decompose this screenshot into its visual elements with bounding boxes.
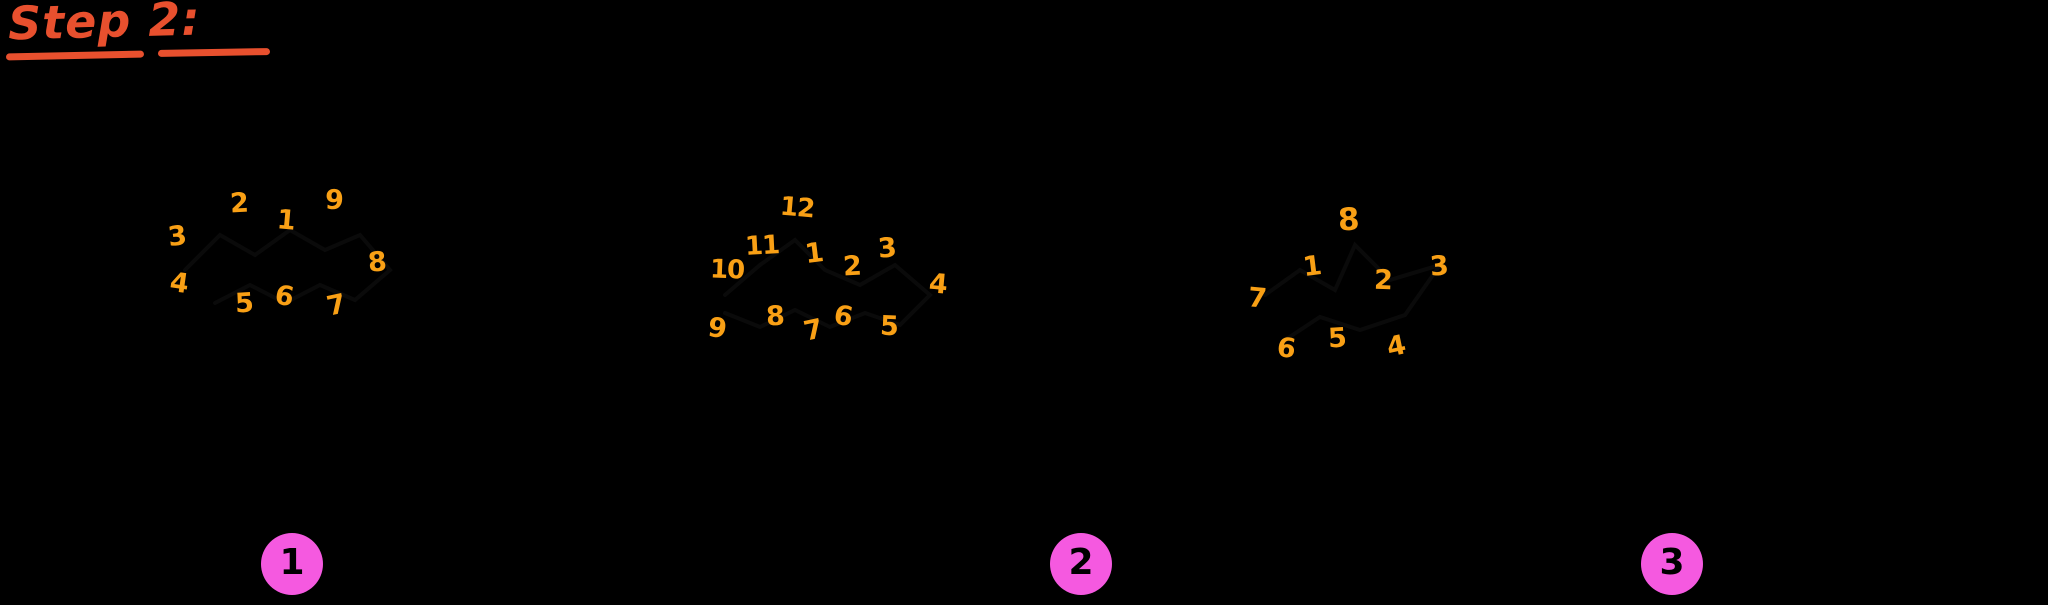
locant-label: 4 xyxy=(1383,329,1409,364)
locant-label: 4 xyxy=(167,266,191,301)
locant-label: 5 xyxy=(1327,322,1348,355)
molecule-structure-3: 8 1 2 3 7 6 5 4 xyxy=(1240,201,1760,505)
locant-label: 1 xyxy=(275,204,298,237)
title-underline-right xyxy=(157,48,271,57)
locant-label: 5 xyxy=(234,287,255,320)
structure-badge-label: 3 xyxy=(1659,542,1685,583)
locant-label: 9 xyxy=(705,311,729,346)
locant-label: 4 xyxy=(927,268,950,301)
skeleton-bonds-1 xyxy=(183,227,393,306)
locant-label: 5 xyxy=(879,310,900,343)
locant-label: 12 xyxy=(778,191,816,225)
locant-label: 3 xyxy=(1428,250,1451,283)
locant-label: 9 xyxy=(324,184,345,217)
locant-label: 2 xyxy=(842,250,863,283)
locant-label: 11 xyxy=(744,230,780,262)
locant-label: 8 xyxy=(366,246,389,279)
locant-label: 6 xyxy=(831,299,856,334)
locant-label: 8 xyxy=(1337,201,1361,239)
locant-label: 10 xyxy=(709,254,745,286)
structure-badge-3: 3 xyxy=(1641,533,1703,595)
molecule-structure-1: 3 2 1 9 8 4 5 6 7 xyxy=(150,175,670,475)
molecule-structure-2: 12 11 10 1 2 3 4 9 8 7 6 5 xyxy=(700,191,1220,495)
structure-badge-2: 2 xyxy=(1050,533,1112,595)
locant-label: 3 xyxy=(166,219,189,254)
structure-badge-label: 1 xyxy=(279,542,305,583)
locant-label: 1 xyxy=(1301,249,1324,284)
locant-label: 6 xyxy=(1274,331,1298,366)
locant-label: 2 xyxy=(1373,264,1394,297)
title-underline-left xyxy=(5,50,145,61)
locant-label: 7 xyxy=(1246,282,1269,315)
structure-badge-label: 2 xyxy=(1068,542,1094,583)
structure-badge-1: 1 xyxy=(261,533,323,595)
locant-label: 3 xyxy=(876,232,899,265)
locant-label: 8 xyxy=(765,300,786,333)
locant-label: 1 xyxy=(803,236,826,271)
locant-label: 6 xyxy=(272,279,297,314)
locant-label: 7 xyxy=(800,313,826,348)
page-title: Step 2: xyxy=(7,0,202,51)
locant-label: 7 xyxy=(323,288,349,323)
locant-label: 2 xyxy=(229,187,250,220)
